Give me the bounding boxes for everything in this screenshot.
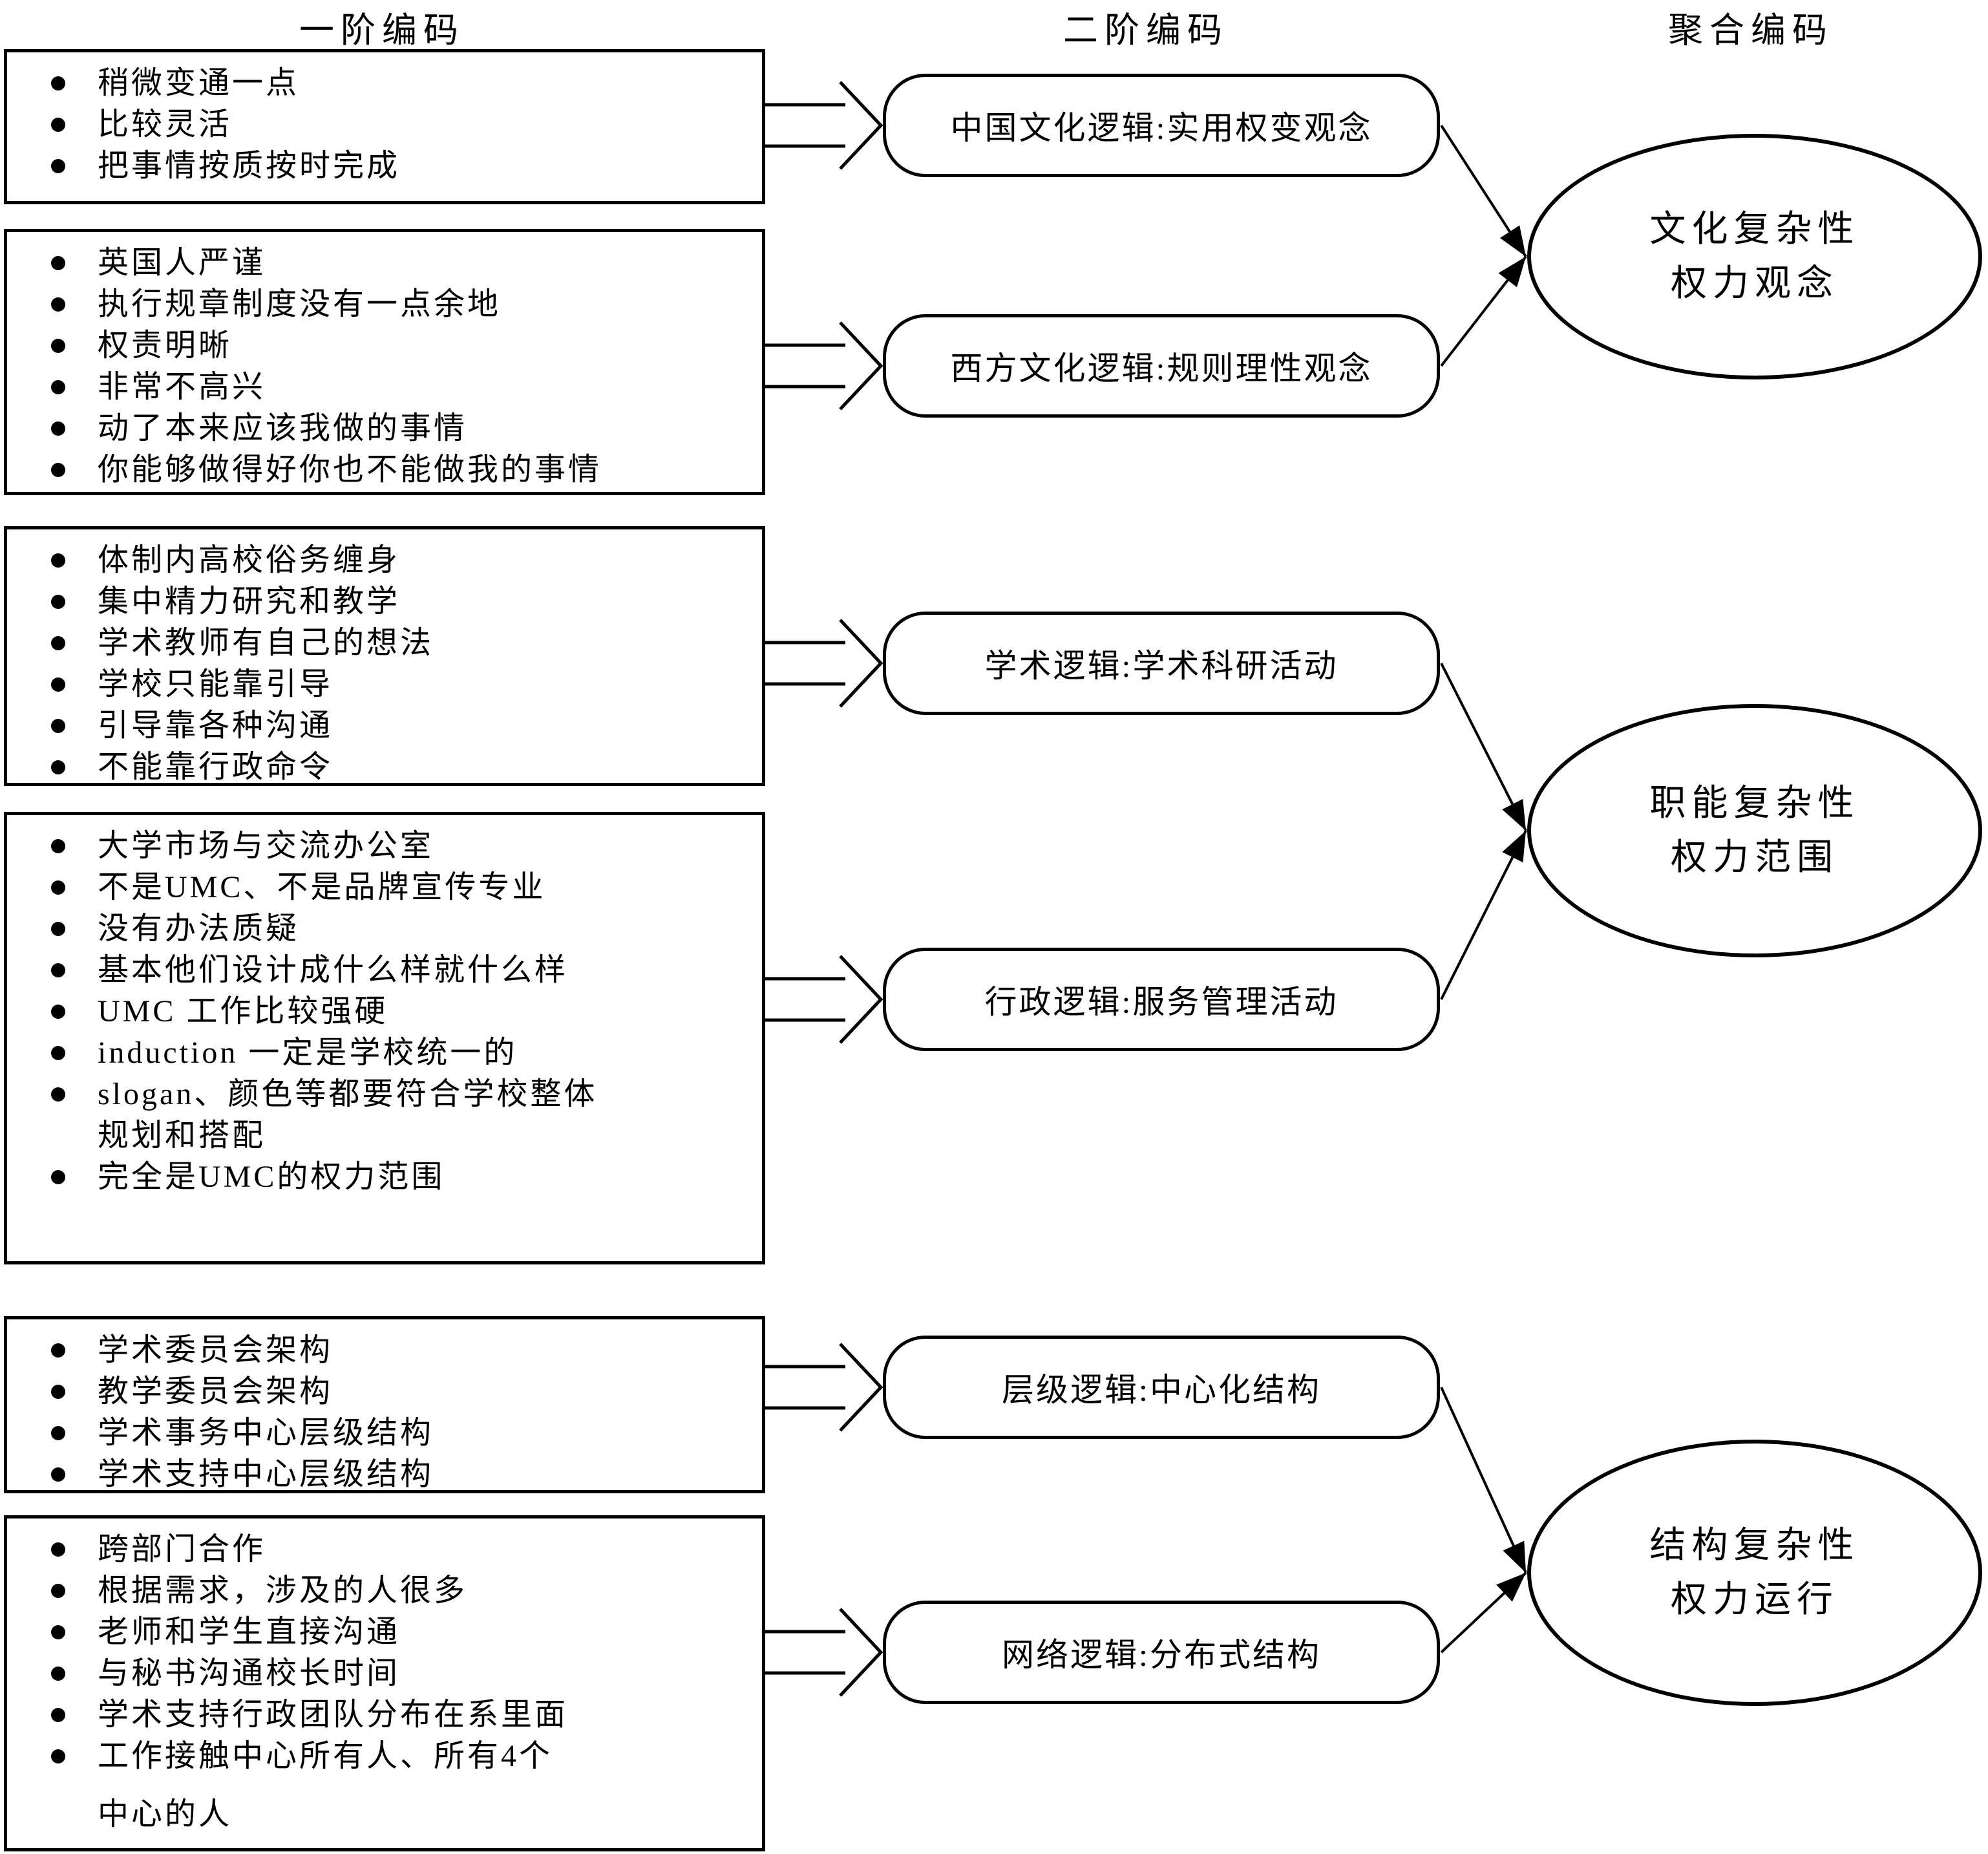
list-item: 不能靠行政命令 [7,747,762,788]
second-order-node-5: 层级逻辑:中心化结构 [883,1336,1440,1439]
block-arrow-head-icon [839,1343,883,1432]
list-item: 你能够做得好你也不能做我的事情 [7,449,762,491]
first-order-box-2: 英国人严谨执行规章制度没有一点余地权责明晰非常不高兴动了本来应该我做的事情你能够… [4,229,765,495]
block-arrow-head-icon [839,321,883,410]
list-item: 稍微变通一点 [7,63,762,104]
list-item: 集中精力研究和教学 [7,581,762,623]
aggregate-node-label-line: 权力观念 [1671,264,1839,304]
aggregate-node-label-line: 结构复杂性 [1649,1526,1860,1566]
aggregate-node-label-line: 权力范围 [1671,838,1839,878]
second-order-node-6: 网络逻辑:分布式结构 [883,1601,1440,1704]
list-item: 学术支持中心层级结构 [7,1454,762,1495]
list-item: 不是UMC、不是品牌宣传专业 [7,867,762,908]
list-item: 非常不高兴 [7,367,762,408]
first-order-box-6: 跨部门合作根据需求，涉及的人很多老师和学生直接沟通与秘书沟通校长时间学术支持行政… [4,1515,765,1851]
list-item: 把事情按质按时完成 [7,145,762,187]
second-order-node-2: 西方文化逻辑:规则理性观念 [883,314,1440,418]
list-item: 跨部门合作 [7,1529,762,1570]
list-item: 基本他们设计成什么样就什么样 [7,950,762,991]
list-item: 权责明晰 [7,325,762,367]
list-item: induction 一定是学校统一的 [7,1032,762,1074]
aggregate-node-label-line: 职能复杂性 [1649,783,1860,824]
aggregate-node-label-line: 文化复杂性 [1649,209,1860,250]
list-item: 完全是UMC的权力范围 [7,1156,762,1198]
list-item: slogan、颜色等都要符合学校整体 [7,1074,762,1115]
list-item: 学术支持行政团队分布在系里面 [7,1694,762,1736]
list-item: 没有办法质疑 [7,908,762,950]
converging-arrow-line [1440,1387,1527,1573]
second-order-node-3: 学术逻辑:学术科研活动 [883,612,1440,715]
list-item-continuation: 规划和搭配 [98,1118,266,1153]
block-arrow-head-icon [839,955,883,1044]
aggregate-node-label-line: 权力运行 [1671,1580,1839,1620]
list-item: 学术委员会架构 [7,1330,762,1371]
list-item: 比较灵活 [7,104,762,145]
second-order-node-1: 中国文化逻辑:实用权变观念 [883,74,1440,177]
column-header-second-order: 二阶编码 [1063,11,1229,50]
converging-arrow-line [1440,1572,1527,1654]
converging-arrow-line [1440,830,1527,1000]
list-item: 体制内高校俗务缠身 [7,540,762,581]
list-item: 执行规章制度没有一点余地 [7,284,762,325]
block-arrow-head-icon [839,619,883,708]
first-order-box-3: 体制内高校俗务缠身集中精力研究和教学学术教师有自己的想法学校只能靠引导引导靠各种… [4,526,765,786]
first-order-box-4: 大学市场与交流办公室不是UMC、不是品牌宣传专业没有办法质疑基本他们设计成什么样… [4,812,765,1264]
converging-arrow-line [1440,124,1527,258]
list-item: 学校只能靠引导 [7,664,762,705]
first-order-box-5: 学术委员会架构教学委员会架构学术事务中心层级结构学术支持中心层级结构 [4,1316,765,1493]
list-item: UMC 工作比较强硬 [7,991,762,1032]
aggregate-node-1: 文化复杂性权力观念 [1527,134,1982,379]
block-arrow-head-icon [839,1608,883,1697]
list-item: 学术事务中心层级结构 [7,1412,762,1454]
list-item: 教学委员会架构 [7,1371,762,1412]
column-header-first-order: 一阶编码 [299,11,465,50]
list-item: 工作接触中心所有人、所有4个 [7,1736,762,1777]
column-header-aggregate: 聚合编码 [1668,11,1834,50]
list-item: 引导靠各种沟通 [7,705,762,747]
list-item-continuation: 中心的人 [98,1797,233,1831]
block-arrow-head-icon [839,81,883,170]
aggregate-node-2: 职能复杂性权力范围 [1527,704,1982,957]
second-order-node-4: 行政逻辑:服务管理活动 [883,948,1440,1051]
list-item: 老师和学生直接沟通 [7,1612,762,1653]
first-order-box-1: 稍微变通一点比较灵活把事情按质按时完成 [4,49,765,204]
converging-arrow-line [1440,255,1527,367]
list-item: 与秘书沟通校长时间 [7,1653,762,1694]
list-item: 动了本来应该我做的事情 [7,408,762,449]
list-item: 根据需求，涉及的人很多 [7,1570,762,1612]
converging-arrow-line [1440,663,1527,831]
aggregate-node-3: 结构复杂性权力运行 [1527,1440,1982,1706]
list-item: 大学市场与交流办公室 [7,826,762,867]
list-item: 学术教师有自己的想法 [7,623,762,664]
list-item: 英国人严谨 [7,242,762,284]
